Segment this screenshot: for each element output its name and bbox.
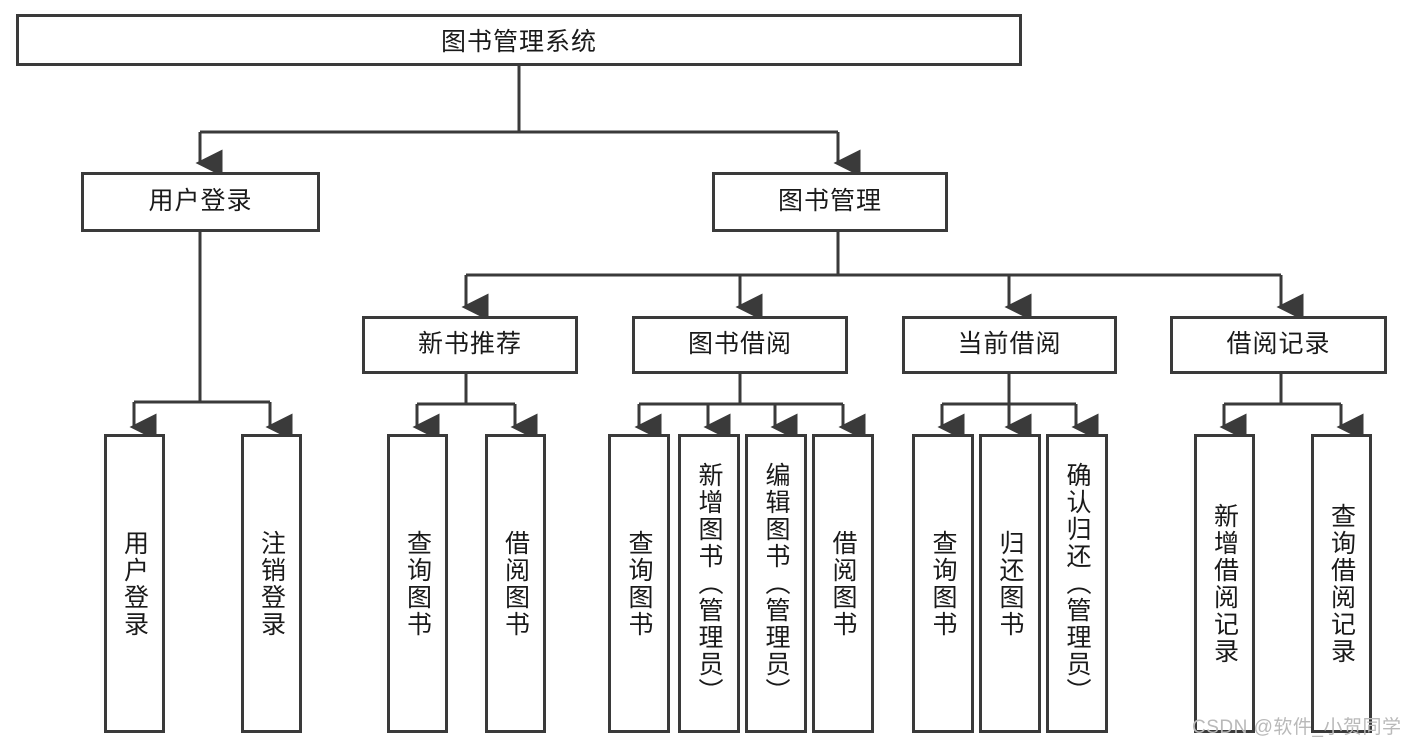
node-user-login[interactable]: 用户登录: [81, 172, 320, 232]
leaf-label: 查询图书: [403, 529, 432, 638]
leaf-label: 用户登录: [120, 529, 149, 638]
leaf-new-book-borrow[interactable]: 借阅图书: [485, 434, 546, 733]
node-new-book-recommend-label: 新书推荐: [417, 330, 522, 359]
node-borrow-record-label: 借阅记录: [1226, 330, 1331, 359]
leaf-book-borrow-borrow[interactable]: 借阅图书: [812, 434, 874, 733]
leaf-label: 查询图书: [929, 529, 957, 638]
node-book-management[interactable]: 图书管理: [712, 172, 948, 232]
leaf-label: 注销登录: [257, 529, 286, 638]
watermark-text: CSDN @软件_小贺同学: [1192, 717, 1402, 738]
leaf-user-login-logout[interactable]: 注销登录: [241, 434, 302, 733]
leaf-current-borrow-return[interactable]: 归还图书: [979, 434, 1041, 733]
leaf-new-book-query[interactable]: 查询图书: [387, 434, 448, 733]
leaf-label: 查询图书: [625, 529, 653, 638]
node-root-label: 图书管理系统: [440, 28, 597, 56]
leaf-label: 确认归还（管理员）: [1063, 462, 1091, 705]
node-root-system[interactable]: 图书管理系统: [16, 14, 1022, 66]
leaf-current-borrow-confirm-return[interactable]: 确认归还（管理员）: [1046, 434, 1108, 733]
node-current-borrow[interactable]: 当前借阅: [902, 316, 1117, 374]
node-borrow-record[interactable]: 借阅记录: [1170, 316, 1387, 374]
node-book-borrow[interactable]: 图书借阅: [632, 316, 848, 374]
leaf-current-borrow-query[interactable]: 查询图书: [912, 434, 974, 733]
node-book-borrow-label: 图书借阅: [687, 330, 792, 359]
leaf-label: 新增图书（管理员）: [695, 462, 723, 705]
leaf-book-borrow-query[interactable]: 查询图书: [608, 434, 670, 733]
leaf-label: 编辑图书（管理员）: [762, 462, 790, 705]
leaf-borrow-record-query[interactable]: 查询借阅记录: [1311, 434, 1372, 733]
node-current-borrow-label: 当前借阅: [957, 330, 1062, 359]
leaf-book-borrow-add[interactable]: 新增图书（管理员）: [678, 434, 740, 733]
leaf-label: 借阅图书: [829, 529, 857, 638]
leaf-label: 新增借阅记录: [1210, 502, 1239, 665]
leaf-borrow-record-add[interactable]: 新增借阅记录: [1194, 434, 1255, 733]
leaf-label: 归还图书: [996, 529, 1024, 638]
leaf-label: 查询借阅记录: [1327, 502, 1356, 665]
node-book-management-label: 图书管理: [777, 187, 882, 216]
node-user-login-label: 用户登录: [148, 187, 253, 216]
node-new-book-recommend[interactable]: 新书推荐: [362, 316, 578, 374]
leaf-user-login-login[interactable]: 用户登录: [104, 434, 165, 733]
leaf-label: 借阅图书: [501, 529, 530, 638]
leaf-book-borrow-edit[interactable]: 编辑图书（管理员）: [745, 434, 807, 733]
